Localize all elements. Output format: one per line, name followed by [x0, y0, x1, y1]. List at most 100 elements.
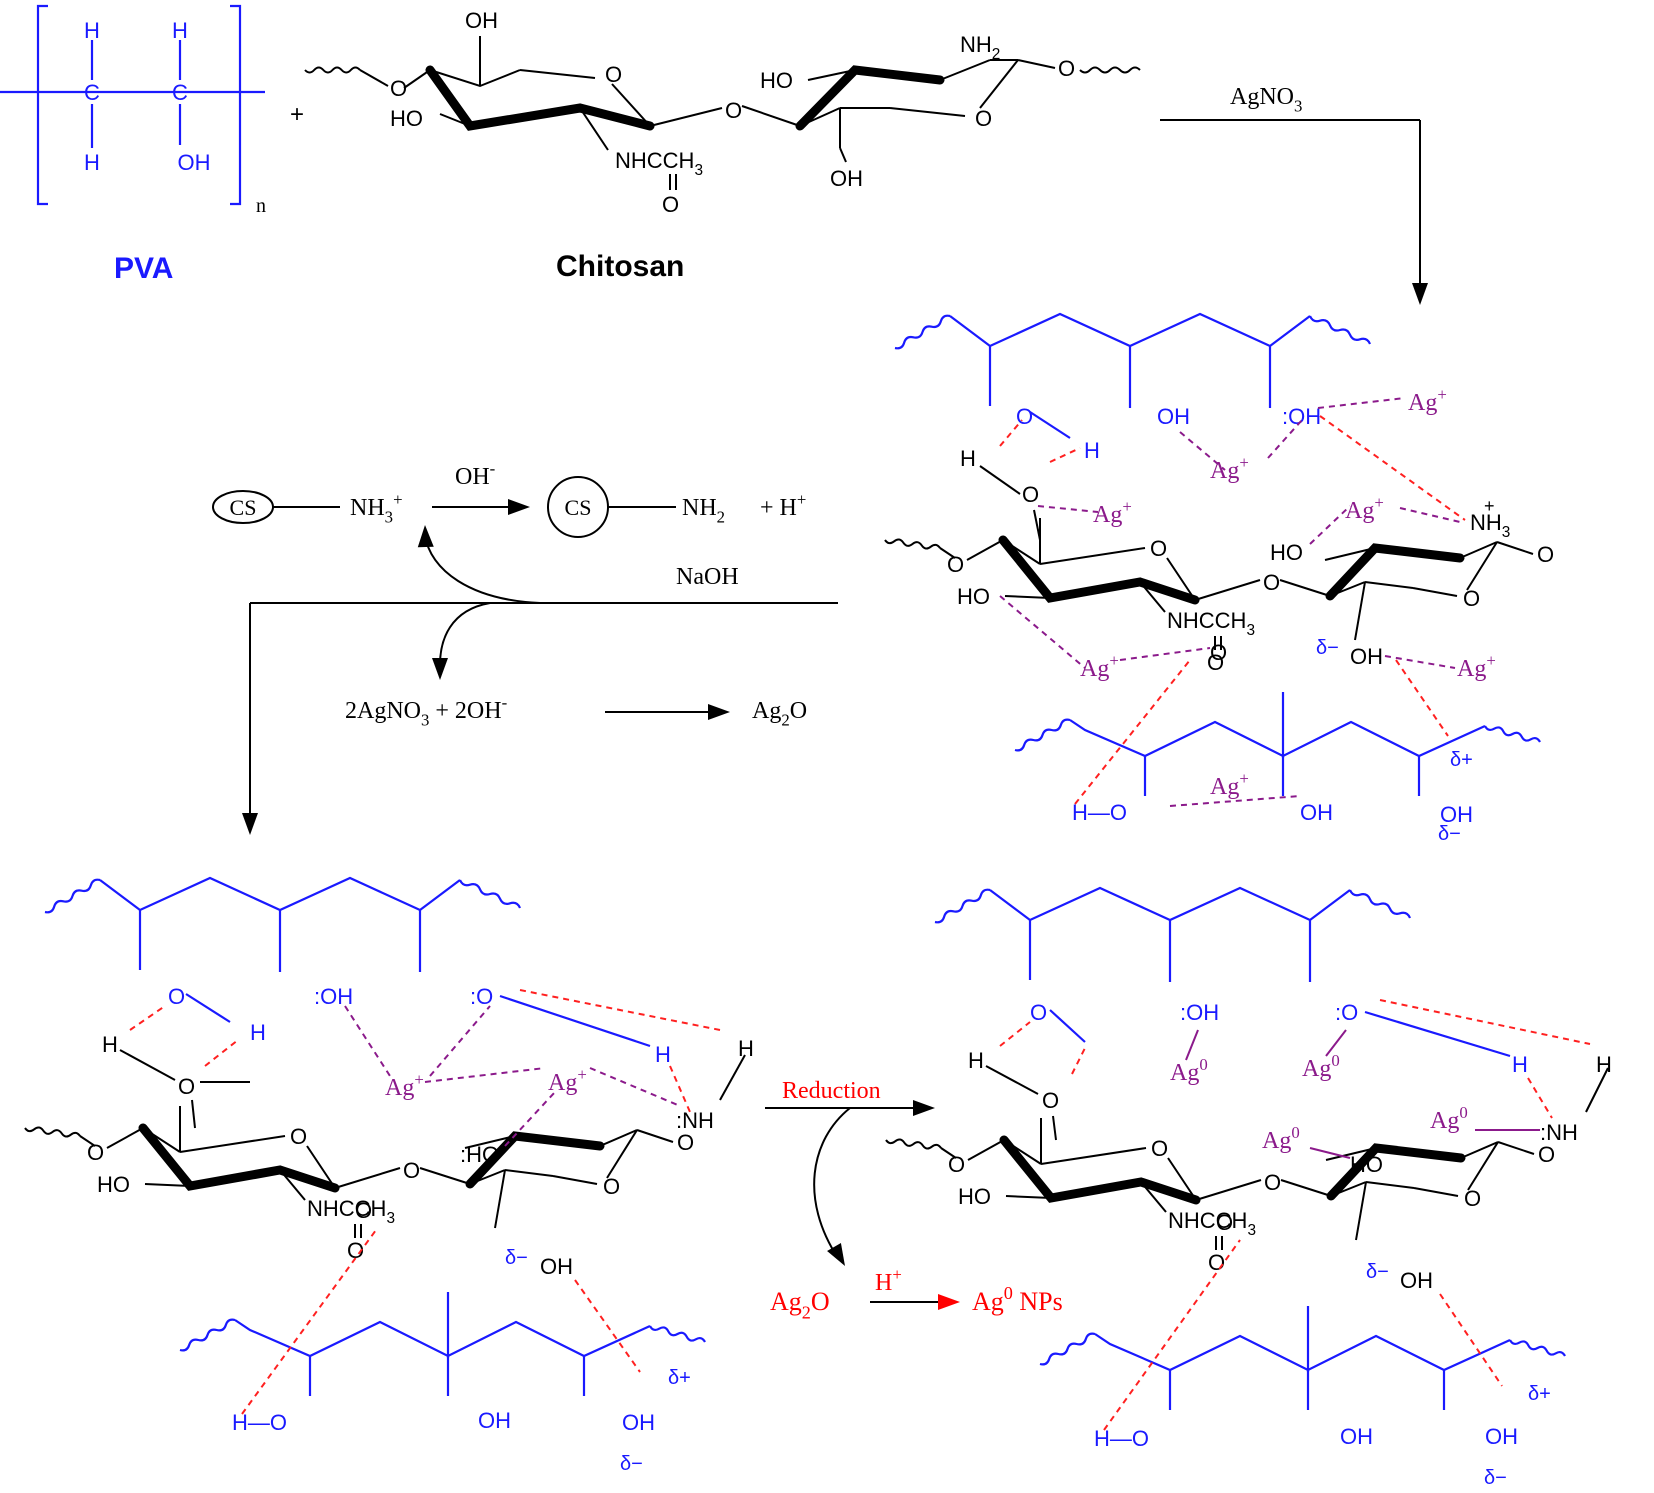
bond	[1325, 1029, 1347, 1057]
bond	[1496, 541, 1534, 555]
bond	[494, 1169, 506, 1229]
bond	[719, 1054, 746, 1101]
bond	[985, 1065, 1039, 1095]
bond	[429, 1005, 491, 1077]
glycosidic-o: O	[1263, 570, 1280, 595]
bond	[1185, 1029, 1199, 1061]
cs-label: CS	[230, 495, 257, 520]
bond	[1004, 595, 1051, 599]
wavy-chain-end	[1308, 315, 1372, 345]
pva-oh: OH	[1300, 800, 1333, 825]
carbonyl-o: O	[1208, 1250, 1225, 1275]
delta-minus: δ−	[620, 1453, 643, 1475]
arrow-head	[508, 499, 530, 515]
bond	[1167, 1157, 1197, 1201]
o-atom: O	[948, 1152, 965, 1177]
wavy-chain-end	[44, 878, 101, 914]
bond	[1466, 541, 1498, 591]
pva-h: H	[172, 18, 188, 43]
arrow-head	[938, 1294, 960, 1310]
cs-label: CS	[565, 495, 592, 520]
bond	[1279, 579, 1331, 597]
wavy-chain-end	[1039, 1332, 1096, 1366]
h-label: H	[960, 446, 976, 471]
ag-plus-ion: Ag+	[1210, 453, 1249, 484]
agno3-arrow-head	[1412, 283, 1428, 305]
plus-sign: +	[290, 101, 304, 128]
bond	[579, 107, 609, 151]
bond	[669, 1065, 691, 1113]
o-atom: O	[390, 76, 407, 101]
arrow-head	[827, 1242, 845, 1266]
bond	[334, 1167, 401, 1189]
pva-h: H	[1084, 438, 1100, 463]
h-label: H	[738, 1036, 754, 1061]
glycosidic-o: O	[725, 98, 742, 123]
ag-plus-ion: Ag+	[548, 1065, 587, 1096]
ag-plus-ion: Ag+	[1408, 385, 1447, 416]
o-atom: O	[87, 1140, 104, 1165]
curved-arrow	[424, 534, 541, 604]
pva-oh: OH	[478, 1408, 511, 1433]
nhcch3-label: NHCCH3	[307, 1196, 395, 1227]
ag0-nps-label: Ag0 NPs	[972, 1283, 1063, 1316]
pva-chain	[99, 876, 461, 912]
wavy-chain-end	[1014, 718, 1071, 752]
curved-arrow	[813, 1107, 851, 1259]
delta-plus: δ+	[1528, 1383, 1551, 1405]
bond	[1355, 1181, 1367, 1241]
oh-label: OH	[830, 166, 863, 191]
bond	[889, 107, 966, 117]
ho-label: HO	[390, 106, 423, 131]
ring-front-bond	[425, 65, 655, 131]
carbonyl-o: O	[1207, 650, 1224, 675]
agno3-label: AgNO3	[1230, 84, 1302, 116]
pva-h-o: H—O	[232, 1410, 287, 1435]
bond	[1179, 431, 1226, 471]
ho-label: HO	[957, 584, 990, 609]
arrow-head	[432, 658, 448, 680]
bond	[1324, 547, 1376, 561]
pva-repeat-n: n	[256, 195, 266, 217]
bond	[1364, 581, 1414, 589]
bond	[1071, 1047, 1086, 1075]
ring-front-bond	[138, 1123, 340, 1193]
bond	[1439, 1293, 1503, 1387]
pva-c: C	[172, 80, 188, 105]
glycosidic-o: O	[403, 1158, 420, 1183]
pva-h: H	[84, 150, 100, 175]
ring-oxygen: O	[1464, 1186, 1481, 1211]
bond	[1399, 507, 1461, 523]
pva-chain	[989, 886, 1351, 922]
bond	[519, 989, 721, 1031]
bond	[204, 1039, 239, 1067]
wavy-chain-end	[934, 888, 991, 924]
bond	[1017, 59, 1056, 69]
bond	[589, 1067, 681, 1107]
bond	[1527, 1077, 1553, 1119]
bond	[1459, 541, 1498, 559]
bond	[1585, 1067, 1609, 1113]
o-atom: O	[677, 1130, 694, 1155]
bond	[359, 69, 389, 87]
ho-label: HO	[1270, 540, 1303, 565]
pva-h: H	[250, 1020, 266, 1045]
o-atom: O	[178, 1074, 195, 1099]
pva-o: O	[168, 984, 185, 1009]
pva-oh: OH	[1157, 404, 1190, 429]
bond	[1365, 1181, 1415, 1189]
curved-arrow	[439, 602, 491, 666]
carbonyl-o: O	[347, 1238, 364, 1263]
bond	[1166, 557, 1196, 601]
oh-label: OH	[540, 1254, 573, 1279]
bond	[1329, 581, 1366, 597]
bond	[1267, 419, 1303, 459]
wavy-chain-end	[1509, 1339, 1566, 1357]
ag-zero-atom: Ag0	[1262, 1123, 1300, 1154]
pva-h: H	[655, 1042, 671, 1067]
ag-plus-ion: Ag+	[1093, 497, 1132, 528]
pva-oh: OH	[1340, 1424, 1373, 1449]
nhcch3-label: NHCCH3	[615, 148, 703, 179]
bond	[419, 1167, 471, 1185]
ho-label: HO	[760, 68, 793, 93]
